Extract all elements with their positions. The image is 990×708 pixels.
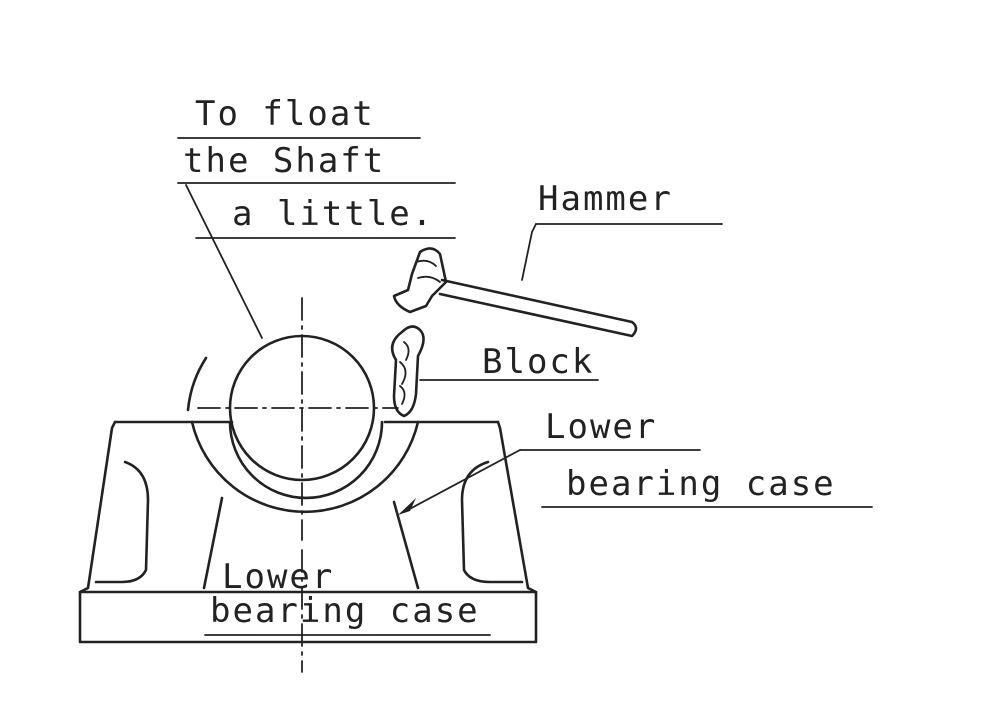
float-note-line-2: the Shaft — [183, 141, 385, 181]
hammer-head — [392, 247, 448, 314]
hammer-label: Hammer — [535, 179, 723, 225]
block — [390, 325, 425, 418]
block-hatching — [399, 341, 410, 405]
float-note-line-1: To float — [195, 94, 375, 134]
lower-case-right-line-2: bearing case — [566, 464, 836, 504]
hammer-head-detail — [415, 259, 441, 283]
bearing-shell-edge — [186, 356, 208, 412]
block-outline — [390, 325, 425, 418]
leader-lines — [185, 184, 537, 515]
lower-case-bottom-line-2: bearing case — [210, 591, 480, 631]
hammer-label-text: Hammer — [538, 179, 673, 219]
bearing-shell-inner — [228, 420, 384, 500]
lower-case-right-line-1: Lower — [545, 407, 657, 447]
block-label: Block — [419, 342, 599, 382]
lower-bearing-case-label-right: Lower bearing case — [519, 407, 873, 508]
lower-case-bottom-line-1: Lower — [222, 557, 334, 597]
bearing-housing — [78, 420, 538, 644]
hammer-icon — [392, 247, 638, 338]
shaft — [197, 297, 399, 673]
block-label-text: Block — [482, 342, 594, 382]
lower-case-leader-line — [403, 449, 521, 513]
bearing-shell-outer — [190, 420, 420, 514]
float-note-line-3: a little. — [232, 194, 434, 234]
float-note-label: To float the Shaft a little. — [177, 94, 456, 239]
hammer-leader-line — [521, 223, 537, 281]
float-leader-line — [185, 184, 263, 339]
lower-bearing-case-label-bottom: Lower bearing case — [204, 557, 491, 636]
hammer-handle — [438, 278, 638, 338]
bearing-shell — [186, 356, 420, 514]
leader-arrowhead — [398, 498, 416, 515]
